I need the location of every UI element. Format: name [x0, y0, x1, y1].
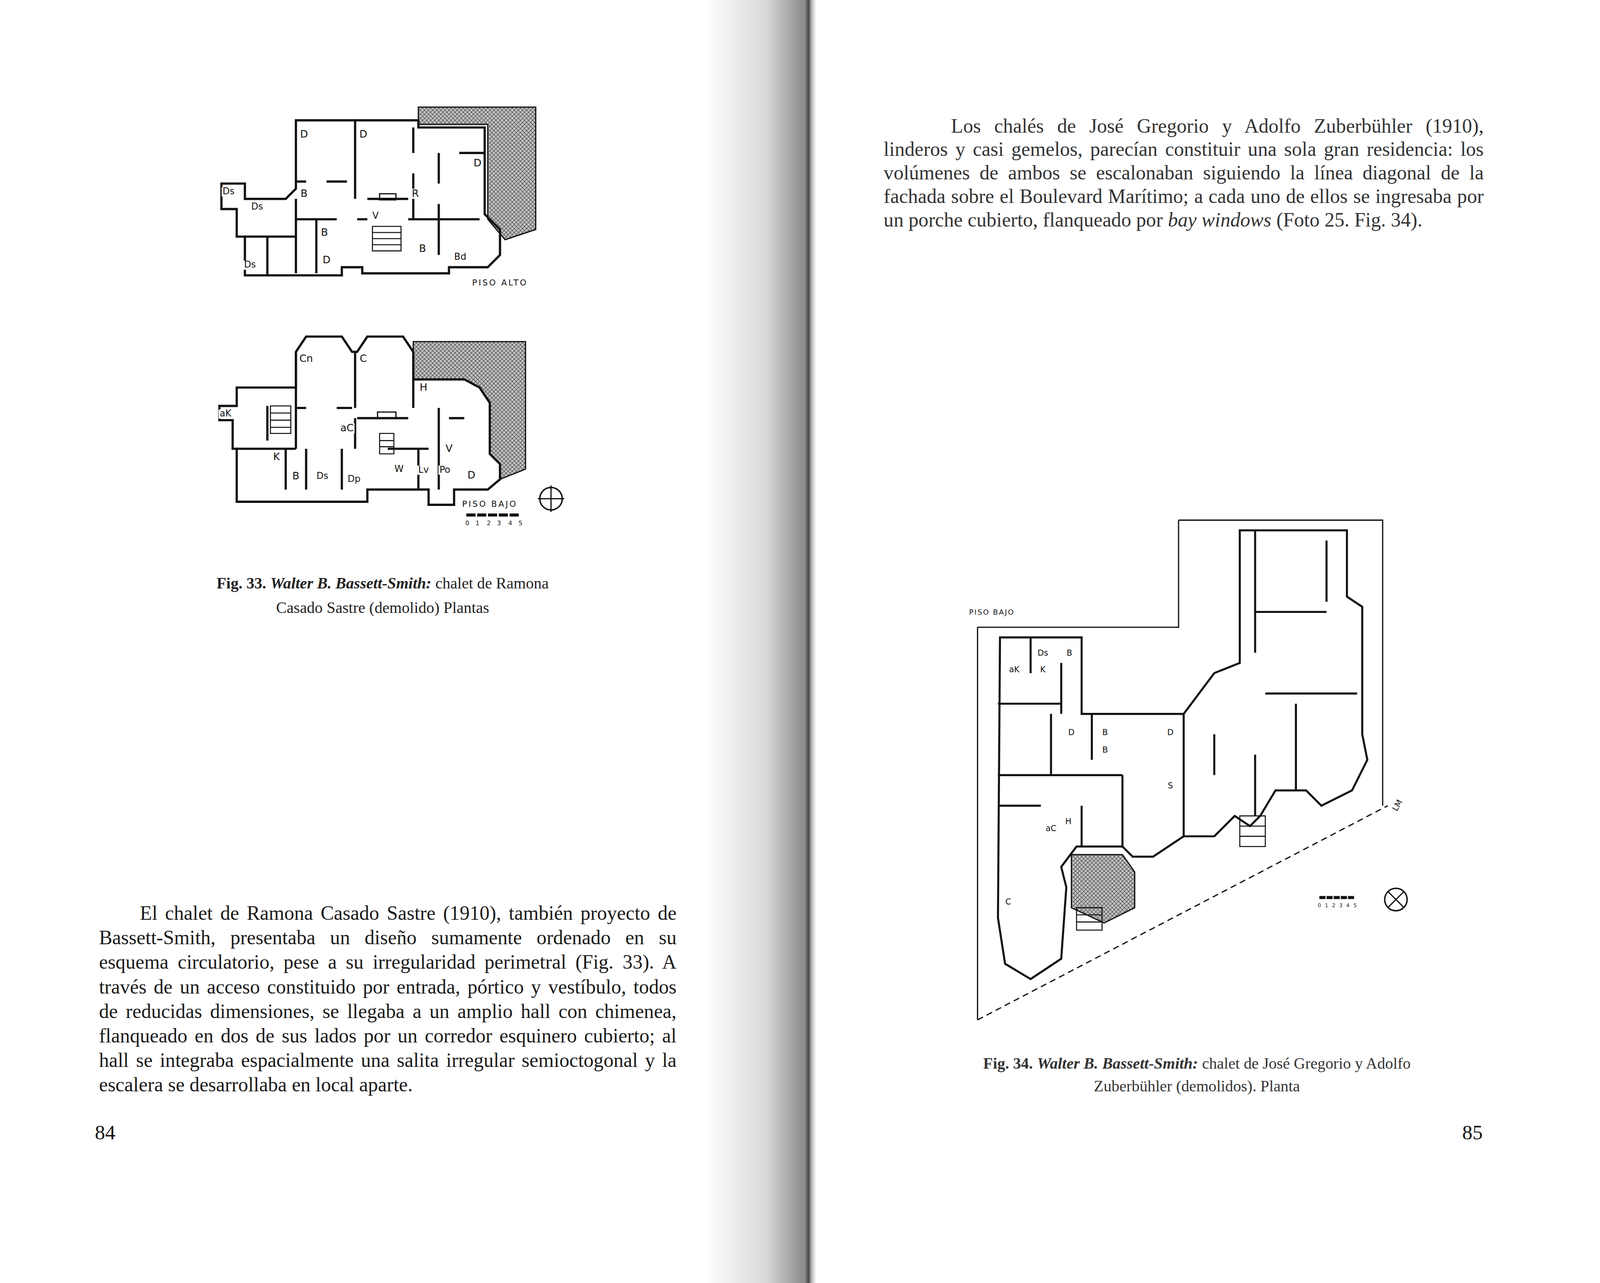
- plan-label: W: [393, 464, 405, 474]
- plan-label: aC: [1044, 825, 1058, 834]
- plan-label: Ds: [1036, 649, 1050, 659]
- plan-label: B: [320, 227, 330, 238]
- plan-label: B: [1101, 729, 1110, 738]
- interior-walls: [244, 120, 485, 276]
- house-wall: [1183, 530, 1368, 837]
- plan-label: 5: [1352, 903, 1358, 909]
- stair: [270, 406, 291, 434]
- plan-label: K: [1039, 666, 1047, 675]
- plan-label: D: [1166, 729, 1175, 738]
- body-paragraph: bay windows: [1167, 209, 1272, 231]
- plan-label: D: [466, 470, 477, 481]
- orientation-symbol: [1387, 891, 1404, 908]
- plan-label: PISO ALTO: [471, 279, 529, 288]
- plan-label: Bd: [453, 252, 468, 262]
- plan-label: D: [1067, 729, 1076, 738]
- plan-label: 5: [517, 520, 524, 527]
- body-paragraph: El chalet de Ramona Casado Sastre (1910)…: [99, 903, 677, 1097]
- plan-label: 0: [1316, 903, 1322, 909]
- plan-label: B: [299, 188, 309, 199]
- plan-label: R: [410, 188, 421, 199]
- figure-caption: Walter B. Bassett-Smith:: [270, 574, 432, 592]
- plan-label: aK: [1008, 666, 1021, 675]
- outer-wall: [221, 120, 500, 276]
- plan-label: Cn: [298, 354, 314, 365]
- plan-label: 2: [485, 520, 492, 527]
- terrace-hatch: [413, 341, 526, 480]
- stair: [1076, 907, 1102, 931]
- plan-label: D: [472, 158, 483, 169]
- body-paragraph-block: Los chalés de José Gregorio y Adolfo Zub…: [883, 114, 1484, 232]
- page-number: 85: [1461, 1122, 1484, 1143]
- plan-label: 0: [464, 520, 471, 527]
- plan-label: D: [299, 129, 310, 140]
- plan-label: D: [358, 129, 369, 140]
- plan-label: Dp: [346, 475, 362, 485]
- plan-label: C: [358, 354, 368, 365]
- plan-label: Ds: [250, 202, 265, 212]
- book-spine: [703, 0, 817, 1283]
- porch-hatch: [1071, 855, 1135, 924]
- orientation-symbol: [1384, 888, 1407, 911]
- plan-ground-floor: [219, 336, 565, 516]
- plan-label: 3: [496, 520, 503, 527]
- figure-caption-block: Fig. 34.Walter B. Bassett-Smith:chalet d…: [967, 1052, 1427, 1098]
- page-number: 84: [93, 1122, 117, 1143]
- scale-bar: [466, 513, 521, 517]
- plan-label: aK: [218, 409, 233, 419]
- stair: [379, 433, 394, 455]
- plan-label: V: [444, 443, 454, 454]
- plan-label: Ds: [221, 187, 236, 197]
- plan-label: Ds: [243, 260, 258, 270]
- interior-walls: [236, 351, 465, 490]
- plan-label: 3: [1337, 903, 1344, 909]
- plan-upper-floor: [221, 106, 536, 276]
- plan-label: K: [272, 451, 281, 463]
- plan-label: 1: [1324, 903, 1330, 909]
- plan-fig34: [977, 520, 1408, 1021]
- plan-label: H: [1064, 818, 1073, 827]
- plan-label: LM: [1390, 797, 1405, 814]
- plan-label: B: [1065, 649, 1074, 659]
- figure-caption: Fig. 33.: [216, 574, 267, 592]
- body-paragraph: (Foto 25. Fig. 34).: [1276, 209, 1423, 231]
- house-wall: [997, 637, 1184, 980]
- plan-label: C: [1004, 898, 1013, 907]
- figure-caption: Fig. 34.: [983, 1055, 1034, 1073]
- stair: [1239, 816, 1266, 847]
- plan-label: 4: [1345, 903, 1351, 909]
- plan-label: S: [1166, 782, 1175, 791]
- plan-label: PISO BAJO: [461, 500, 519, 510]
- plan-label: Ds: [315, 472, 330, 482]
- fireplace: [379, 193, 396, 200]
- plan-label: V: [371, 211, 380, 221]
- plan-label: B: [291, 471, 301, 482]
- outer-wall: [219, 336, 500, 505]
- plan-label: 2: [1331, 903, 1337, 909]
- plan-label: D: [321, 255, 332, 266]
- plan-label: PISO BAJO: [968, 609, 1016, 617]
- figure-caption-block: Fig. 33.Walter B. Bassett-Smith:chalet d…: [209, 571, 556, 621]
- plan-label: H: [418, 382, 429, 393]
- interior-walls: [997, 530, 1358, 847]
- fireplace: [377, 412, 397, 419]
- body-paragraph-block: El chalet de Ramona Casado Sastre (1910)…: [99, 901, 677, 1098]
- figure-caption: Walter B. Bassett-Smith:: [1037, 1055, 1199, 1073]
- plot-boundary: [977, 520, 1383, 1021]
- plan-label: B: [417, 243, 428, 254]
- plan-label: B: [1101, 746, 1110, 756]
- stair: [372, 226, 401, 252]
- north-symbol: [537, 485, 565, 513]
- scale-bar: [1319, 896, 1356, 900]
- plan-label: aC: [339, 423, 355, 434]
- plan-label: 4: [507, 520, 514, 527]
- plan-label: Lv: [417, 465, 430, 475]
- plan-label: Po: [438, 465, 452, 475]
- plan-label: 1: [474, 520, 481, 527]
